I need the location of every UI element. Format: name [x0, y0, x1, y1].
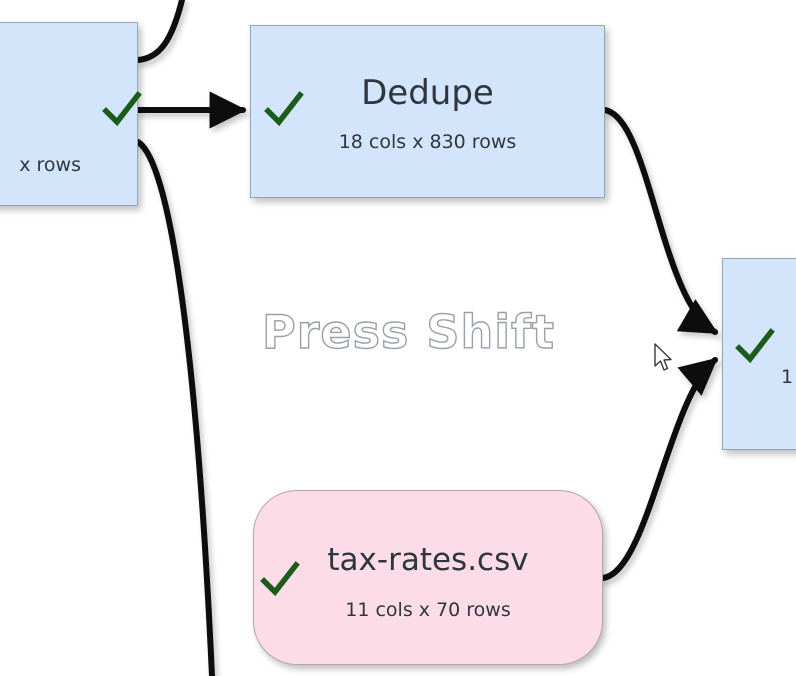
join-node[interactable]: 1 — [722, 258, 796, 450]
source-node[interactable]: x rows — [0, 22, 138, 206]
edge-source-to-top — [135, 0, 185, 63]
edge-taxrates-to-join — [600, 357, 718, 581]
tax-rates-csv-node[interactable]: tax-rates.csv 11 cols x 70 rows — [253, 490, 603, 665]
dedupe-node-subtitle: 18 cols x 830 rows — [338, 130, 517, 153]
tax-rates-csv-node-subtitle: 11 cols x 70 rows — [345, 599, 511, 622]
edge-source-to-bottom — [135, 139, 215, 676]
join-node-subtitle: 1 — [781, 366, 794, 388]
dedupe-node-title: Dedupe — [361, 73, 494, 114]
source-node-subtitle: x rows — [19, 154, 81, 176]
edge-dedupe-to-join — [602, 107, 719, 335]
press-shift-hint: Press Shift — [261, 304, 556, 359]
dedupe-node[interactable]: Dedupe 18 cols x 830 rows — [250, 25, 605, 198]
tax-rates-csv-node-title: tax-rates.csv — [327, 541, 529, 578]
